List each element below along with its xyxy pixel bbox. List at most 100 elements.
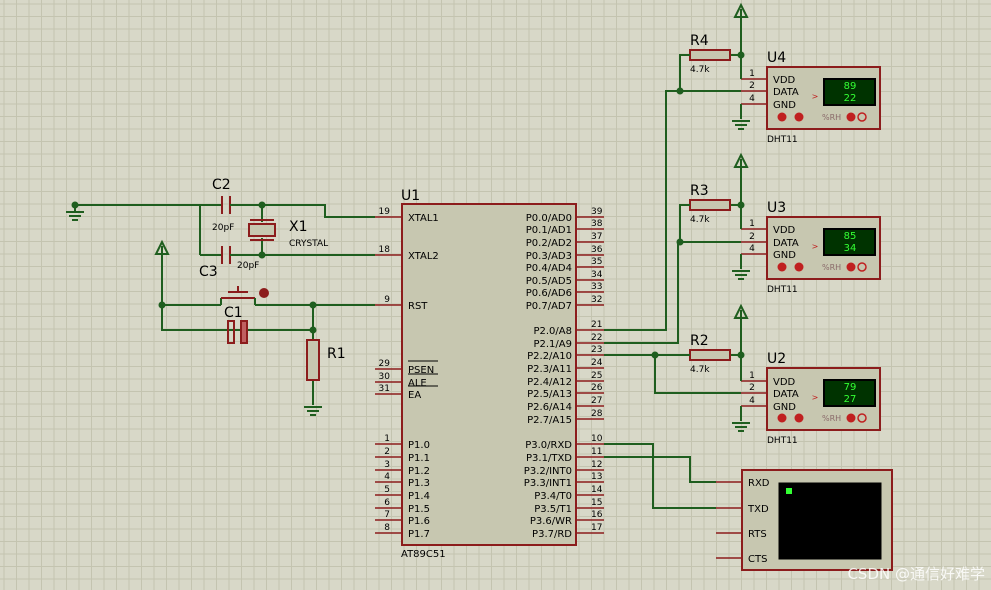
resistor-r1: R1 — [306, 339, 346, 381]
sensor-ref: U4 — [767, 50, 786, 66]
pin-number: 18 — [379, 245, 391, 255]
pin-name: P3.7/RD — [532, 529, 572, 540]
temperature-value: 27 — [844, 394, 857, 405]
pin-number: 24 — [591, 358, 603, 368]
pin-number: 37 — [591, 232, 602, 242]
sensor-display — [823, 78, 876, 106]
pin-name: DATA — [773, 87, 799, 98]
pin-number: 5 — [384, 485, 390, 495]
pin-name: P3.1/TXD — [526, 453, 572, 464]
cap-value: 20pF — [212, 223, 234, 233]
resistor-body — [689, 349, 731, 361]
pin-number: 17 — [591, 523, 602, 533]
cap-value: 20pF — [237, 261, 259, 271]
temp-button-icon[interactable] — [857, 413, 867, 423]
pin-name: GND — [773, 100, 796, 111]
pin-name: XTAL1 — [408, 213, 439, 224]
capacitor-c1: C1 — [224, 305, 248, 344]
sensor-display — [823, 379, 876, 407]
resistor-body — [306, 339, 320, 381]
terminal-screen — [778, 482, 882, 560]
pin-number: 2 — [749, 383, 755, 393]
pin-name: XTAL2 — [408, 251, 439, 262]
ground-symbol — [732, 120, 750, 130]
pin-name: P0.3/AD3 — [526, 251, 572, 262]
pin-number: 1 — [749, 69, 755, 79]
unit-label: %RH — [822, 263, 841, 272]
sensor-part: DHT11 — [767, 135, 798, 145]
pin-number: 22 — [591, 333, 602, 343]
power-symbol — [733, 303, 749, 319]
pin-number: 19 — [379, 207, 391, 217]
pin-number: 1 — [749, 371, 755, 381]
reset-section — [154, 239, 375, 416]
pin-number: 32 — [591, 295, 602, 305]
resistor-r4: R44.7k — [689, 33, 731, 75]
pin-name: GND — [773, 402, 796, 413]
pin-number: 4 — [384, 472, 390, 482]
resistor-value: 4.7k — [690, 365, 710, 375]
pin-name: P0.5/AD5 — [526, 276, 572, 287]
decrement-button-icon[interactable] — [777, 413, 787, 423]
resistor-ref: R2 — [690, 333, 709, 349]
pin-name: P3.2/INT0 — [524, 466, 572, 477]
pin-name: P2.4/A12 — [527, 377, 572, 388]
pin-name: P2.3/A11 — [527, 364, 572, 375]
mode-button-icon[interactable] — [846, 262, 856, 272]
pin-name: P3.4/T0 — [534, 491, 572, 502]
increment-button-icon[interactable] — [794, 262, 804, 272]
crystal-ref: X1 — [289, 219, 308, 235]
arrow-icon: > — [812, 393, 819, 402]
arrow-icon: > — [812, 242, 819, 251]
pin-number: 10 — [591, 434, 603, 444]
increment-button-icon[interactable] — [794, 112, 804, 122]
pin-name: P3.6/WR — [530, 516, 572, 527]
pin-number: 16 — [591, 510, 603, 520]
decrement-button-icon[interactable] — [777, 262, 787, 272]
pin-number: 14 — [591, 485, 603, 495]
mode-button-icon[interactable] — [846, 112, 856, 122]
mode-button-icon[interactable] — [846, 413, 856, 423]
reset-button — [220, 286, 269, 305]
pin-name: RST — [408, 301, 428, 312]
resistor-value: 4.7k — [690, 215, 710, 225]
humidity-value: 89 — [844, 81, 857, 92]
pin-name: P3.0/RXD — [525, 440, 572, 451]
wire — [604, 456, 716, 483]
pin-number: 1 — [749, 219, 755, 229]
pin-name: DATA — [773, 238, 799, 249]
increment-button-icon[interactable] — [794, 413, 804, 423]
pin-number: 12 — [591, 460, 602, 470]
pin-number: 26 — [591, 383, 603, 393]
terminal-cursor-icon — [786, 488, 792, 494]
sensor-ref: U3 — [767, 200, 786, 216]
chip-part: AT89C51 — [401, 549, 446, 560]
wire — [679, 204, 690, 242]
wire — [654, 355, 741, 394]
resistor-r3: R3 4.7k — [689, 183, 731, 225]
junction-dot — [258, 201, 266, 209]
resistor-ref: R3 — [690, 183, 709, 199]
pin-name: EA — [408, 390, 421, 401]
terminal-pin-name: CTS — [748, 554, 767, 565]
wire — [604, 443, 716, 509]
pin-number: 13 — [591, 472, 602, 482]
decrement-button-icon[interactable] — [777, 112, 787, 122]
resistor-ref: R4 — [690, 33, 709, 49]
pin-number: 4 — [749, 396, 755, 406]
pin-name: P2.5/A13 — [527, 389, 572, 400]
junction-dot — [258, 251, 266, 259]
temp-button-icon[interactable] — [857, 262, 867, 272]
pin-name: P0.4/AD4 — [526, 263, 572, 274]
pin-name: GND — [773, 250, 796, 261]
pin-name: P2.6/A14 — [527, 402, 572, 413]
pin-number: 6 — [384, 498, 390, 508]
temp-button-icon[interactable] — [857, 112, 867, 122]
pin-name: DATA — [773, 389, 799, 400]
pin-name: PSEN — [408, 365, 434, 376]
pin-number: 27 — [591, 396, 602, 406]
pin-number: 11 — [591, 447, 602, 457]
